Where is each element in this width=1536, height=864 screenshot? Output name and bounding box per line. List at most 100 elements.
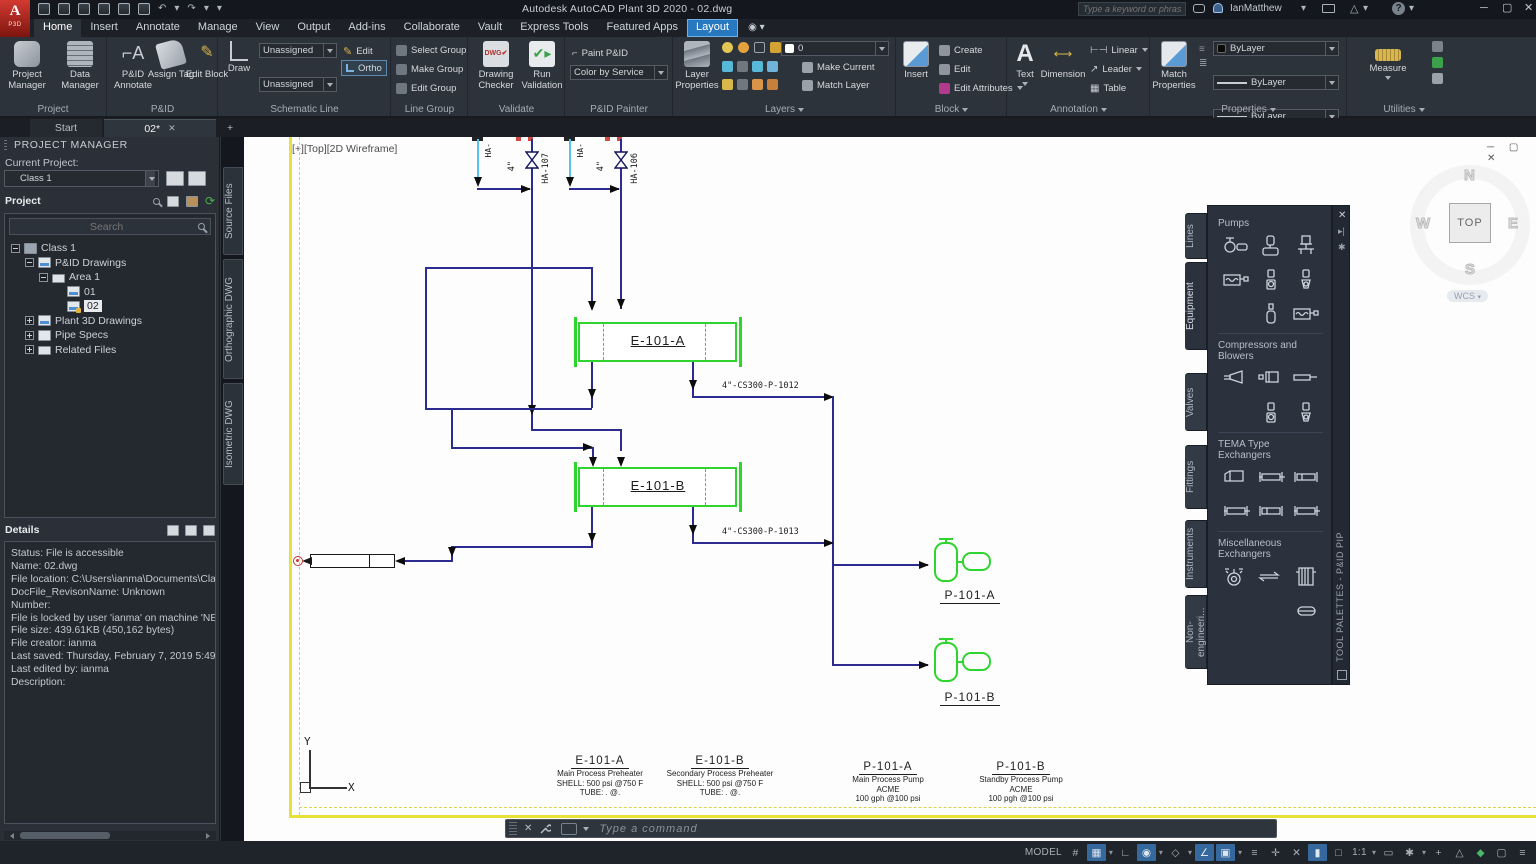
- recent-commands-icon[interactable]: [561, 823, 577, 835]
- new-drawing-icon[interactable]: [167, 196, 179, 207]
- dimension-button[interactable]: ⟷ Dimension: [1042, 41, 1084, 81]
- pump-box-icon[interactable]: [1291, 301, 1321, 327]
- pump-inline-icon[interactable]: [1256, 267, 1286, 293]
- scroll-right-icon[interactable]: [206, 833, 210, 839]
- viewcube-east[interactable]: E: [1508, 215, 1518, 232]
- palette-tab-non-engineering[interactable]: Non-engineeri...: [1185, 595, 1207, 669]
- tab-vault[interactable]: Vault: [469, 19, 511, 37]
- help-search-input[interactable]: [1078, 2, 1186, 16]
- isolate-objects-icon[interactable]: +: [1429, 844, 1448, 861]
- layer-freeze-icon[interactable]: [722, 61, 733, 72]
- palette-tab-instruments[interactable]: Instruments: [1185, 520, 1207, 588]
- viewcube-north[interactable]: N: [1464, 167, 1475, 184]
- tree-item-class1[interactable]: Class 1: [11, 241, 215, 256]
- file-tab-start[interactable]: Start: [30, 119, 102, 137]
- lineweight-combo[interactable]: ByLayer: [1213, 75, 1339, 90]
- tab-express-tools[interactable]: Express Tools: [511, 19, 597, 37]
- snap-dropdown-icon[interactable]: ▾: [1108, 848, 1114, 857]
- palette-tab-equipment[interactable]: Equipment: [1185, 262, 1207, 350]
- palette-tab-valves[interactable]: Valves: [1185, 373, 1207, 431]
- auto-hide-icon[interactable]: ▸|: [1338, 226, 1345, 237]
- polar-dropdown-icon[interactable]: ▾: [1158, 848, 1164, 857]
- pump-p101a[interactable]: [930, 537, 1002, 587]
- customization-menu-icon[interactable]: ≡: [1513, 844, 1532, 861]
- side-tab-source-files[interactable]: Source Files: [223, 167, 243, 255]
- autodesk-360-icon[interactable]: △: [1350, 2, 1358, 15]
- data-manager-button[interactable]: Data Manager: [55, 41, 105, 91]
- ortho-mode-icon[interactable]: ∟: [1116, 844, 1135, 861]
- run-validation-button[interactable]: ✔▸ Run Validation: [517, 41, 567, 91]
- annotation-visibility-icon[interactable]: □: [1329, 844, 1348, 861]
- draw-button[interactable]: Draw: [221, 41, 257, 75]
- tree-search-input[interactable]: [15, 220, 198, 234]
- gear-dropdown-icon[interactable]: ▾: [1421, 848, 1427, 857]
- exchanger-tube-icon[interactable]: [1256, 465, 1286, 491]
- project-manager-button[interactable]: Project Manager: [2, 41, 52, 91]
- customization-gear-icon[interactable]: ✱: [1400, 844, 1419, 861]
- graphics-performance-icon[interactable]: △: [1450, 844, 1469, 861]
- exchanger-hatch-icon[interactable]: [1291, 564, 1321, 590]
- valve-symbol[interactable]: [614, 151, 628, 169]
- tab-layout[interactable]: Layout: [687, 19, 738, 37]
- object-snap-tracking-icon[interactable]: ∠: [1195, 844, 1214, 861]
- ortho-button[interactable]: Ortho: [341, 60, 387, 76]
- table-button[interactable]: ▦Table: [1090, 80, 1126, 96]
- tree-item-pid-drawings[interactable]: P&ID Drawings: [11, 256, 215, 271]
- exchanger-plate-icon[interactable]: [1256, 564, 1286, 590]
- expand-icon[interactable]: [25, 345, 34, 354]
- isodraft-dropdown-icon[interactable]: ▾: [1187, 848, 1193, 857]
- details-doc-icon-1[interactable]: [167, 525, 179, 536]
- make-group-button[interactable]: Make Group: [396, 61, 463, 77]
- match-properties-button[interactable]: Match Properties: [1151, 41, 1197, 91]
- application-logo[interactable]: AP3D: [0, 0, 30, 37]
- redo-dropdown-icon[interactable]: ▾: [204, 3, 209, 15]
- object-snap-icon[interactable]: ▣: [1216, 844, 1235, 861]
- layer-freeze2-icon[interactable]: [767, 79, 778, 90]
- palette-properties-icon[interactable]: ✱: [1338, 242, 1346, 253]
- app-store-cart-icon[interactable]: [1322, 4, 1335, 13]
- expand-icon[interactable]: [25, 316, 34, 325]
- drawing-checker-button[interactable]: DWG✔ Drawing Checker: [471, 41, 521, 91]
- layer-properties-button[interactable]: Layer Properties: [674, 41, 720, 91]
- osnap-dropdown-icon[interactable]: ▾: [1237, 848, 1243, 857]
- snap-mode-icon[interactable]: ▦: [1087, 844, 1106, 861]
- pump-horizontal-icon[interactable]: [1221, 233, 1251, 259]
- details-doc-icon-2[interactable]: [185, 525, 197, 536]
- command-grip[interactable]: [509, 822, 517, 835]
- compressor-flat-icon[interactable]: [1291, 366, 1321, 392]
- tab-collaborate[interactable]: Collaborate: [395, 19, 469, 37]
- refresh-icon[interactable]: ⟳: [205, 196, 215, 206]
- layer-thaw-icon[interactable]: [738, 42, 749, 53]
- save-icon[interactable]: [78, 3, 90, 15]
- grid-display-icon[interactable]: #: [1066, 844, 1085, 861]
- line-combo-2[interactable]: Unassigned: [259, 77, 337, 92]
- collapse-icon[interactable]: [39, 273, 48, 282]
- annotation-lock-icon[interactable]: ▮: [1308, 844, 1327, 861]
- command-line[interactable]: ✕ Type a command: [505, 819, 1277, 838]
- palette-close-icon[interactable]: ✕: [1338, 210, 1346, 221]
- details-doc-icon-3[interactable]: [203, 525, 215, 536]
- side-tab-isometric-dwg[interactable]: Isometric DWG: [223, 383, 243, 485]
- tree-item-area1[interactable]: Area 1: [11, 270, 215, 285]
- new-file-icon[interactable]: [38, 3, 50, 15]
- qat-customize-icon[interactable]: ▾: [217, 3, 222, 15]
- search-binoculars-icon[interactable]: [1193, 4, 1205, 13]
- exchanger-tube-icon[interactable]: [1291, 499, 1321, 525]
- collapse-icon[interactable]: [11, 244, 20, 253]
- viewport-controls[interactable]: [+][Top][2D Wireframe]: [292, 143, 397, 155]
- id-point-icon[interactable]: [1432, 57, 1443, 68]
- insert-block-button[interactable]: Insert: [897, 41, 935, 81]
- tree-item-01[interactable]: 01: [11, 285, 215, 300]
- pump-inline-icon[interactable]: [1256, 400, 1286, 426]
- save-as-icon[interactable]: [98, 3, 110, 15]
- palette-tab-lines[interactable]: Lines: [1185, 213, 1207, 259]
- select-group-button[interactable]: Select Group: [396, 42, 466, 58]
- measure-button[interactable]: Measure: [1362, 41, 1414, 80]
- painter-mode-combo[interactable]: Color by Service: [570, 65, 668, 80]
- viewcube-west[interactable]: W: [1416, 215, 1430, 232]
- pump-mounted-icon[interactable]: [1291, 233, 1321, 259]
- tab-annotate[interactable]: Annotate: [127, 19, 189, 37]
- layer-lock-icon[interactable]: [770, 42, 781, 53]
- pump-box-icon[interactable]: [1221, 267, 1251, 293]
- a360-dropdown-icon[interactable]: ▾: [1363, 3, 1368, 15]
